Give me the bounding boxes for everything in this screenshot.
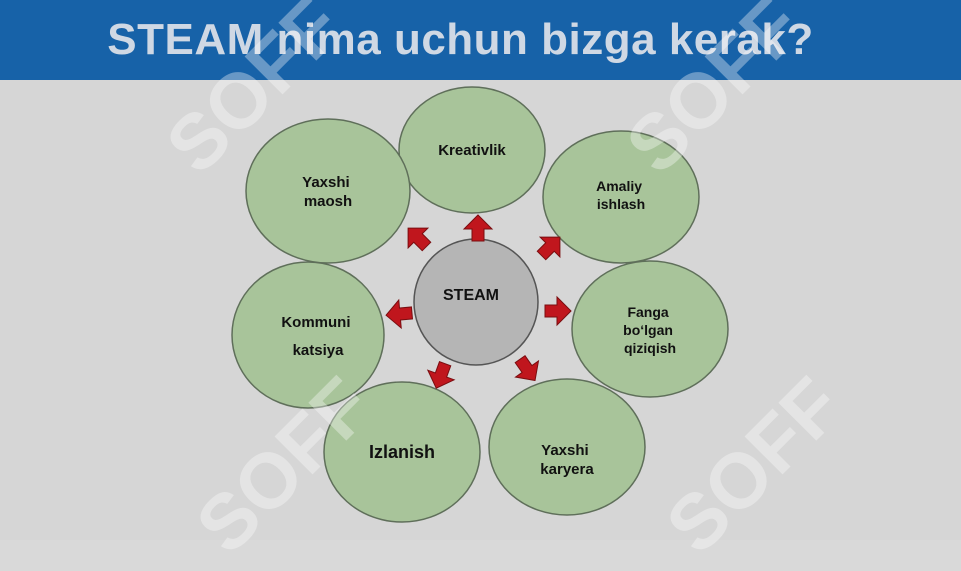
arrow-left-icon [385,298,414,330]
node-yaxshi-karyera: Yaxshi karyera [488,378,646,516]
arrow-down-left-icon [426,361,456,389]
arrow-down-right-icon [514,355,540,382]
slide-title: STEAM nima uchun bizga kerak? [107,15,814,64]
node-label: Kreativlik [438,142,506,159]
arrow-up-left-icon [407,227,432,252]
arrow-up-right-icon [536,236,561,261]
node-kreativlik: Kreativlik [398,86,546,214]
node-fanga-boglan-qiziqish: Fanga bo‘lgan qiziqish [571,260,729,398]
node-amaliy-ishlash: Amaliy ishlash [542,130,700,264]
center-node-steam: STEAM [413,238,539,366]
arrow-right-icon [544,295,572,327]
node-label: Yaxshi maosh [302,174,354,210]
node-label: Izlanish [369,442,435,462]
node-label: Yaxshi karyera [540,442,594,478]
arrow-up-icon [462,214,494,242]
steam-diagram: Kreativlik Amaliy ishlash Fanga bo‘lgan … [231,86,729,523]
arrows [385,214,572,389]
node-label: Kommuni katsiya [281,314,354,359]
title-bar [0,0,961,80]
node-yaxshi-maosh: Yaxshi maosh [245,118,411,264]
node-kommunikatsiya: Kommuni katsiya [231,261,385,409]
center-label: STEAM [443,287,499,304]
node-label: Amaliy ishlash [596,178,646,212]
node-label: Fanga bo‘lgan qiziqish [623,304,677,356]
node-izlanish: Izlanish [323,381,481,523]
